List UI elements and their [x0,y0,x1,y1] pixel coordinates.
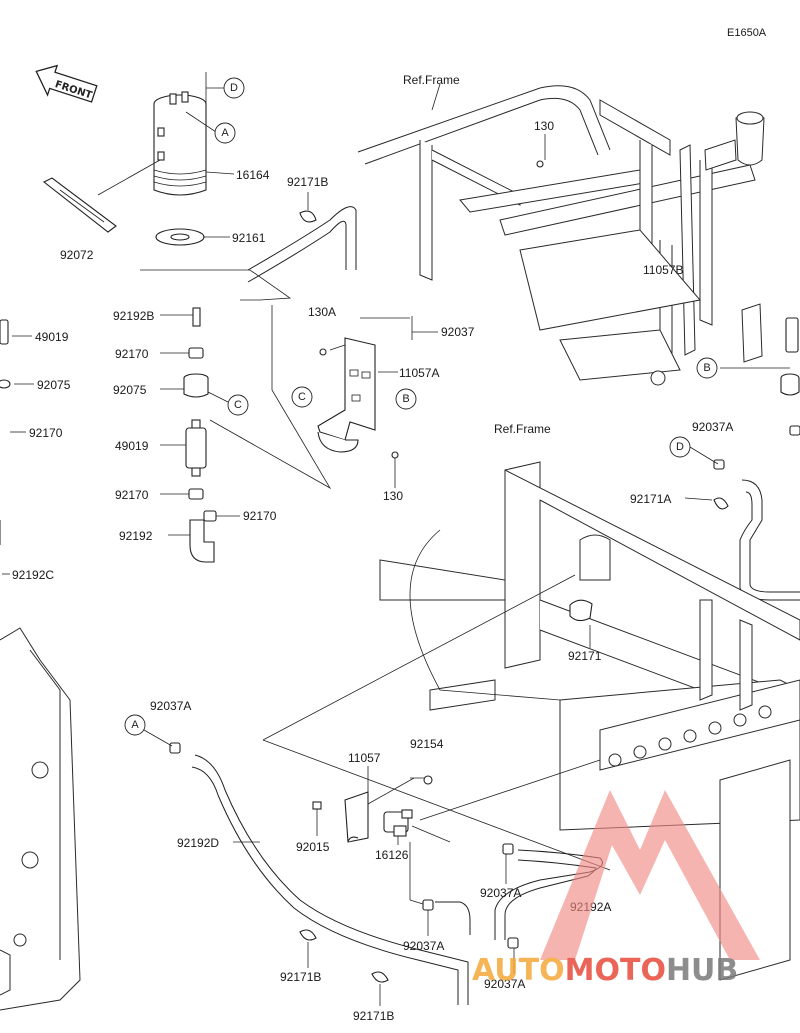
watermark-logo-icon [540,790,760,960]
label-130A: 130A [308,305,336,319]
clamp-92170-a [188,347,204,359]
hose-92192D [169,742,469,1005]
clamp-group-right [780,373,800,436]
svg-text:AUTOMOTOHUB: AUTOMOTOHUB [472,953,738,988]
sleeve-92075 [183,373,209,398]
label-130-mid: 130 [383,489,403,503]
label-11057A: 11057A [399,366,439,380]
ref-frame-mid: Ref.Frame [494,422,551,436]
callout-A-bottom: A [124,714,146,736]
svg-text:C: C [234,399,242,411]
label-92037: 92037 [441,325,475,339]
callout-D-top: D [223,77,245,99]
svg-text:A: A [131,719,139,731]
label-92075-left: 92075 [37,378,71,392]
svg-text:A: A [221,127,229,139]
ref-frame-top: Ref.Frame [403,73,460,87]
label-16164: 16164 [236,168,270,182]
callout-D-right: D [669,436,691,458]
callout-B-mid: B [395,388,417,410]
svg-text:D: D [676,441,684,453]
label-49019: 49019 [115,439,149,453]
frame-top [357,85,799,386]
hose-92192 [189,510,217,563]
label-92170-c: 92170 [243,509,277,523]
callout-B-right: B [696,357,718,379]
bracket-11057A [317,337,376,453]
frame-bottom [379,461,800,981]
svg-text:C: C [298,391,306,403]
diagram-code: E1650A [727,27,767,39]
label-92170-a: 92170 [115,347,149,361]
label-92037A-right: 92037A [692,420,733,434]
watermark-auto: AUTO [472,953,565,988]
label-11057: 11057 [348,751,381,765]
svg-text:B: B [402,393,409,405]
label-92171-mid: 92171 [568,649,602,663]
watermark-hub: HUB [666,953,738,988]
bracket-11057 [344,791,369,843]
washer-92161 [155,228,205,246]
label-92171B-top: 92171B [287,175,328,189]
label-11057B: 11057B [643,263,683,277]
label-92072: 92072 [60,248,94,262]
clamp-92170-b [188,488,204,500]
frame-left [0,319,81,1011]
label-92192B: 92192B [113,309,154,323]
label-92015: 92015 [296,840,330,854]
label-92192D: 92192D [177,836,219,850]
label-92170-left: 92170 [29,426,63,440]
label-49019-left: 49019 [35,330,69,344]
filter-49019 [185,419,207,477]
label-130-top: 130 [534,119,554,133]
label-92171B-b2: 92171B [353,1009,394,1023]
label-92171A: 92171A [630,492,671,506]
strap-92072 [42,177,117,233]
canister-16164 [153,91,207,196]
watermark-moto: MOTO [565,953,666,988]
callout-C-left: C [227,394,249,416]
label-92192: 92192 [119,529,153,543]
label-92037A-left: 92037A [150,699,191,713]
label-92075: 92075 [113,383,147,397]
label-92170-b: 92170 [115,488,149,502]
label-16126: 16126 [375,848,409,862]
callout-A-top: A [214,122,236,144]
svg-text:D: D [230,82,238,94]
solenoid-16126 [383,809,413,837]
label-92161: 92161 [232,231,266,245]
label-92037A-b3: 92037A [484,977,525,991]
svg-text:B: B [703,362,710,374]
label-92037A-b2: 92037A [403,939,444,953]
label-92154: 92154 [410,737,444,751]
label-92171B-b1: 92171B [280,970,321,984]
label-92037A-b1: 92037A [480,886,521,900]
watermark: AUTOMOTOHUB [472,790,760,988]
label-92192C: 92192C [12,568,54,582]
callout-C-mid: C [291,386,313,408]
front-arrow-icon: FRONT [35,64,98,103]
